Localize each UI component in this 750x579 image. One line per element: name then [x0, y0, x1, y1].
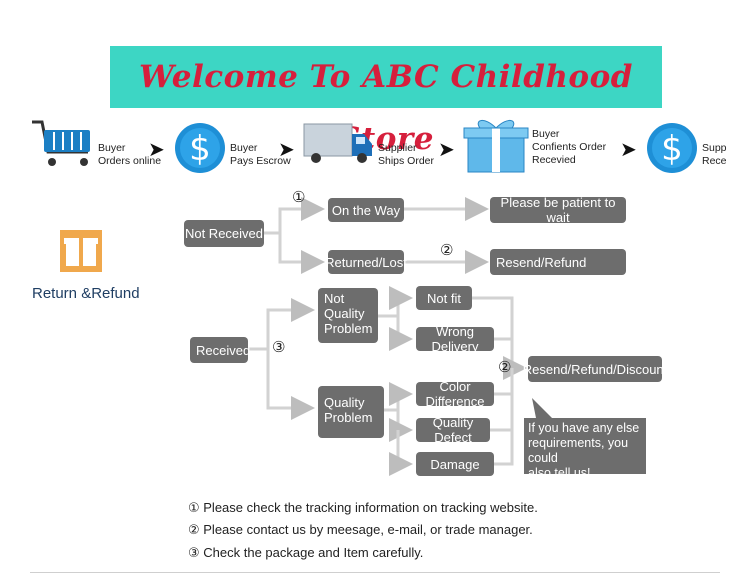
arrow-right-icon: ➤	[620, 139, 637, 161]
svg-text:$: $	[661, 129, 683, 169]
speech-bubble	[524, 398, 646, 474]
note-2: ② Please contact us by meesage, e-mail, …	[188, 522, 533, 537]
mark-1: ①	[292, 189, 306, 206]
dollar-coin-icon: $	[647, 123, 697, 173]
note-3: ③ Check the package and Item carefully.	[188, 545, 424, 560]
welcome-banner: Welcome To ABC Childhood Store	[110, 46, 662, 157]
not-received-box: Not Received	[184, 220, 264, 247]
mark-3: ③	[272, 339, 286, 356]
resend-refund-discount-box: Resend/Refund/Discount	[523, 356, 667, 382]
banner-title: Welcome To ABC Childhood Store	[139, 59, 633, 157]
mark-2: ②	[440, 242, 454, 259]
shopping-cart-icon	[32, 120, 90, 166]
be-patient-box: Please be patient to wait	[490, 195, 626, 225]
received-box: Received	[190, 337, 250, 363]
note-1: ① Please check the tracking information …	[188, 500, 538, 515]
not-fit-box: Not fit	[416, 286, 472, 310]
process-strip: $ $	[32, 120, 697, 173]
return-refund-title: Return &Refund	[32, 285, 140, 302]
arrow-right-icon: ➤	[278, 139, 295, 161]
quality-defect-box: Quality Defect	[416, 415, 490, 445]
delivery-truck-icon	[303, 123, 372, 163]
not-quality-problem-box: Not Quality Problem	[318, 288, 378, 343]
bubble-text: If you have any else requirements, you c…	[528, 421, 640, 480]
arrow-right-icon: ➤	[438, 139, 455, 161]
divider	[30, 572, 720, 573]
damage-box: Damage	[416, 452, 494, 476]
svg-text:$: $	[189, 129, 211, 169]
mark-2b: ②	[498, 359, 512, 376]
returned-lost-box: Returned/Lost	[325, 250, 407, 274]
quality-problem-box: Quality Problem	[318, 386, 384, 438]
dollar-coin-icon: $	[175, 123, 225, 173]
gift-box-icon	[463, 120, 529, 173]
color-difference-box: Color Difference	[416, 379, 494, 409]
on-the-way-box: On the Way	[328, 198, 404, 222]
wrong-delivery-box: Wrong Delivery	[416, 324, 494, 354]
resend-refund-box: Resend/Refund	[490, 249, 626, 275]
gift-icon	[60, 230, 102, 272]
arrow-right-icon: ➤	[148, 139, 165, 161]
